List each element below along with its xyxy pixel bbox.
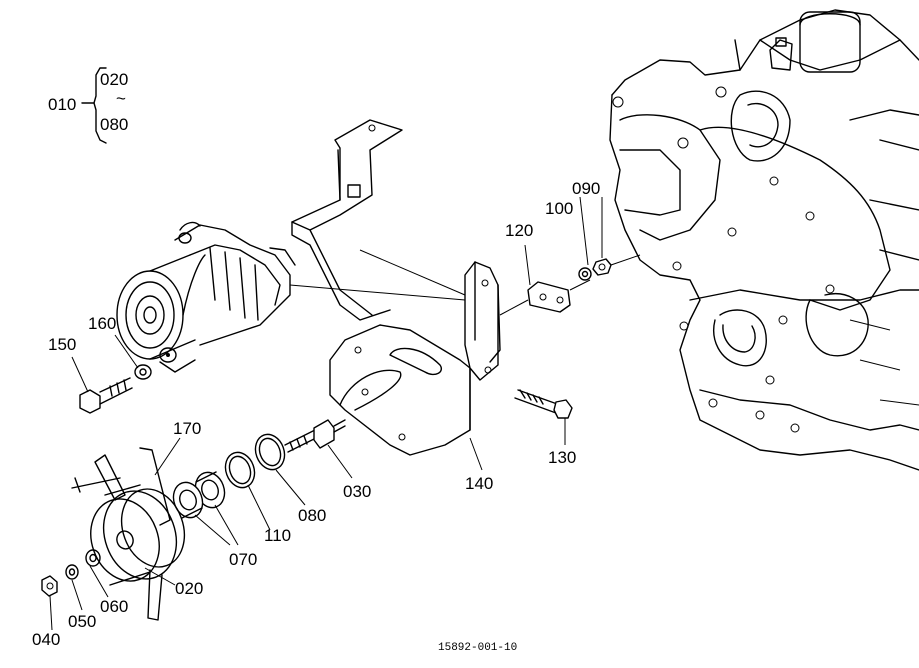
label-110: 110 — [264, 526, 291, 545]
label-170: 170 — [173, 419, 201, 438]
label-020: 020 — [175, 579, 203, 598]
label-060: 060 — [100, 597, 128, 616]
label-range-start: 020 — [100, 70, 128, 89]
label-160: 160 — [88, 314, 116, 333]
ring-110-drawing — [224, 451, 256, 489]
label-090: 090 — [572, 179, 600, 198]
label-070: 070 — [229, 550, 257, 569]
bearing-070-drawing — [172, 471, 226, 519]
label-130: 130 — [548, 448, 576, 467]
label-range-end: 080 — [100, 115, 128, 134]
leader-lines — [49, 196, 603, 631]
brace-120-drawing — [499, 279, 591, 316]
nut-090-drawing — [592, 254, 641, 276]
label-120: 120 — [505, 221, 533, 240]
label-040: 040 — [32, 630, 60, 649]
snap-ring-080-drawing — [254, 433, 286, 471]
washer-050-drawing — [65, 564, 79, 580]
nut-040-drawing — [41, 575, 58, 597]
label-080: 080 — [298, 506, 326, 525]
bolt-150-drawing — [79, 377, 133, 414]
label-030: 030 — [343, 482, 371, 501]
stud-030-drawing — [284, 419, 346, 453]
label-range-tilde: ~ — [116, 89, 126, 108]
alternator-drawing — [116, 221, 296, 373]
drawing-number: 15892-001-10 — [438, 642, 517, 654]
washer-100-drawing — [578, 267, 592, 281]
belt-170-drawing — [71, 447, 171, 621]
bolt-130-drawing — [514, 389, 573, 419]
washer-160-drawing — [134, 364, 152, 380]
label-050: 050 — [68, 612, 96, 631]
assembly-range-brace — [81, 67, 107, 144]
label-010: 010 — [48, 95, 76, 114]
washer-060-drawing — [85, 549, 101, 567]
label-100: 100 — [545, 199, 573, 218]
bracket-drawing — [289, 119, 501, 456]
label-150: 150 — [48, 335, 76, 354]
engine-block-drawing — [609, 9, 919, 471]
pulley-020-drawing — [90, 484, 186, 586]
label-140: 140 — [465, 474, 493, 493]
